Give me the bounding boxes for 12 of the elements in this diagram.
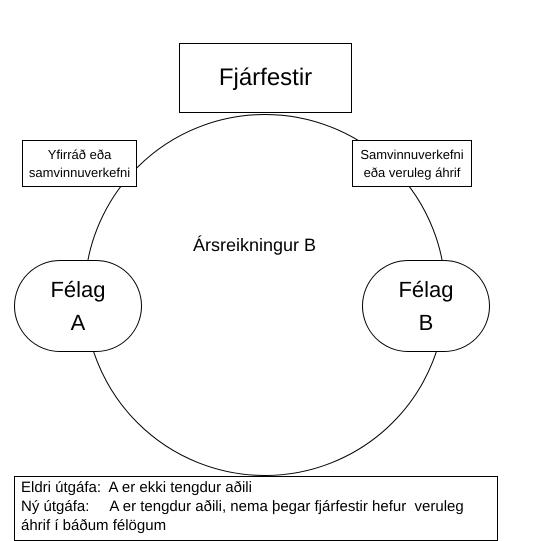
node-label: Fjárfestir [218, 64, 312, 92]
relation-box [22, 140, 137, 187]
note-box [14, 476, 498, 541]
note-text: Ný útgáfa: A er tengdur aðili, nema þegar fjárfestir hefur veruleg áhrif í báðum félögum [21, 498, 465, 536]
relation-box [352, 140, 472, 187]
node-label: Samvinnuverkefni eða veruleg áhrif [359, 146, 465, 182]
circle-label: Ársreikningur B [193, 235, 316, 256]
investor-box [179, 43, 352, 113]
node-label: Félag A [49, 276, 107, 337]
node-label: Yfirráð eða samvinnuverkefni [28, 146, 132, 182]
note-text: Eldri útgáfa: A er ekki tengdur aðili [21, 479, 253, 498]
node-label: Félag B [397, 276, 455, 337]
